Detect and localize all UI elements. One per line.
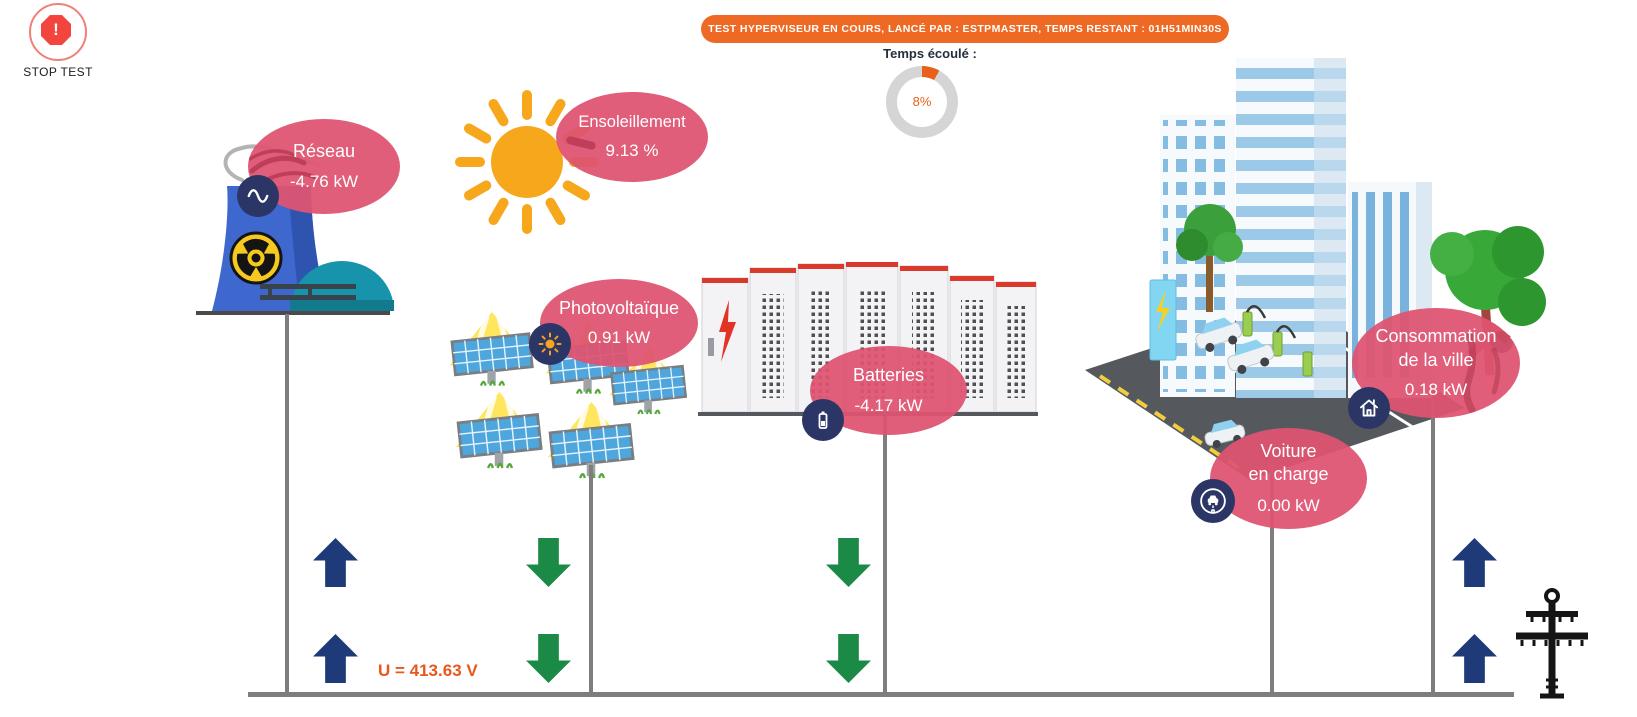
tree (1176, 204, 1243, 312)
donut-hole (897, 77, 947, 127)
banner-text: TEST HYPERVISEUR EN COURS, LANCÉ PAR : E… (708, 23, 1222, 35)
power-pole-icon (1516, 588, 1588, 699)
elapsed-time-label: Temps écoulé : (883, 46, 977, 61)
flow-arrow-up-ville (1452, 538, 1497, 587)
voiture-title-line1: Voiture (1260, 440, 1317, 461)
flow-arrow-down-photovoltaique (526, 538, 571, 587)
road-centerline (1098, 374, 1247, 474)
bus-bar (248, 692, 1514, 697)
voiture-bubble: Voiture en charge 0.00 kW (1210, 428, 1367, 529)
stop-test-label: STOP TEST (23, 65, 93, 79)
tree-branches-overlay (1463, 331, 1513, 414)
feed-line-voiture (1270, 465, 1274, 692)
feed-line-reseau (285, 314, 289, 692)
ensoleillement-value: 9.13 % (605, 141, 659, 161)
flow-arrow-down-photovoltaique (526, 634, 571, 683)
charging-station-sign (1149, 279, 1177, 361)
flow-arrow-up-reseau (313, 538, 358, 587)
batteries-title: Batteries (852, 365, 925, 386)
plant-ground (196, 311, 390, 315)
railing-post (268, 284, 272, 300)
charging-posts (1242, 305, 1313, 377)
stop-ring (29, 3, 87, 61)
dome-base (290, 300, 394, 311)
car-charging-icon (1191, 479, 1235, 523)
voiture-value: 0.00 kW (1257, 496, 1320, 516)
railing-post (308, 284, 312, 300)
sun-body (491, 126, 563, 198)
photovoltaique-title: Photovoltaïque (558, 297, 680, 318)
car (1227, 339, 1275, 374)
consommation-value: 0.18 kW (1404, 379, 1468, 399)
voiture-title-line2: en charge (1248, 464, 1329, 484)
batteries-value: -4.17 kW (854, 395, 923, 415)
flow-arrow-down-batteries (826, 538, 871, 587)
car (1195, 317, 1243, 352)
city-illustration (1085, 58, 1546, 480)
house-icon (1348, 387, 1390, 429)
battery-storage-illustration (698, 262, 1038, 416)
test-status-banner: TEST HYPERVISEUR EN COURS, LANCÉ PAR : E… (701, 15, 1229, 43)
flow-arrow-up-reseau (313, 634, 358, 683)
radiation-symbol-icon (229, 231, 283, 285)
feed-line-batteries (883, 416, 887, 692)
feed-line-ville (1431, 400, 1435, 692)
battery-icon (802, 399, 844, 441)
battery-cabinets (701, 262, 1037, 413)
flow-arrow-down-batteries (826, 634, 871, 683)
bus-voltage-label: U = 413.63 V (378, 661, 478, 680)
elapsed-progress-donut: 8% (886, 66, 958, 138)
consommation-title-line1: Consommation (1375, 326, 1497, 347)
stop-test-button[interactable]: ! STOP TEST (23, 2, 92, 84)
flow-arrow-up-ville (1452, 634, 1497, 683)
reseau-title: Réseau (292, 141, 356, 162)
photovoltaique-value: 0.91 kW (587, 328, 651, 348)
consommation-title-line2: de la ville (1398, 349, 1474, 370)
ac-sine-icon (237, 175, 279, 217)
alert-octagon-icon: ! (41, 15, 71, 45)
reseau-value: -4.76 kW (289, 171, 359, 191)
ensoleillement-title: Ensoleillement (578, 112, 686, 131)
ensoleillement-bubble: Ensoleillement 9.13 % (556, 92, 708, 182)
sun-icon (529, 323, 571, 365)
feed-line-photovoltaique (589, 465, 593, 692)
elapsed-percent: 8% (912, 94, 932, 109)
